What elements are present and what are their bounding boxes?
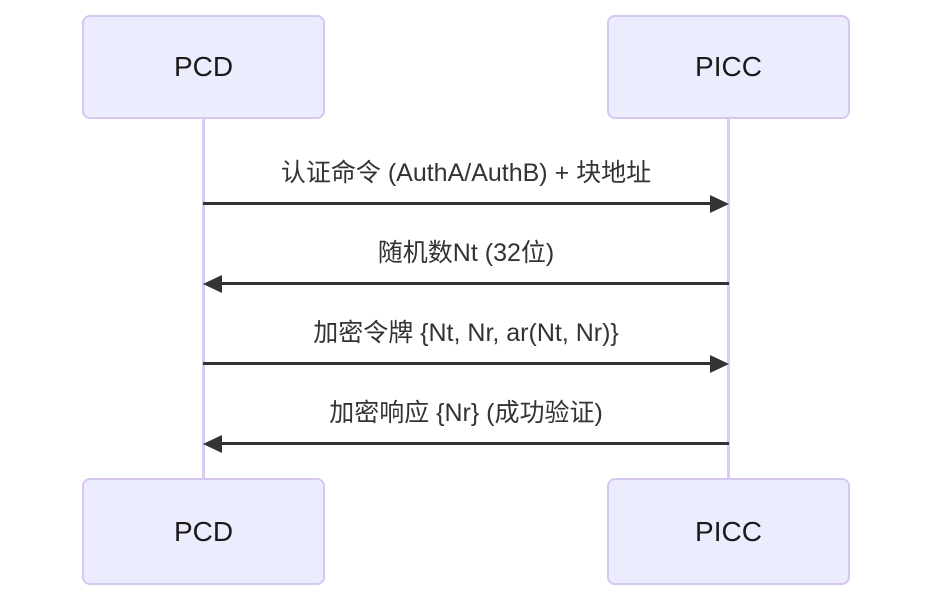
message-encrypted-token: 加密令牌 {Nt, Nr, ar(Nt, Nr)}	[203, 317, 729, 382]
actor-label: PICC	[695, 51, 762, 82]
message-label: 加密令牌 {Nt, Nr, ar(Nt, Nr)}	[313, 319, 619, 347]
message-arrow-line	[203, 202, 714, 205]
message-label: 随机数Nt (32位)	[377, 239, 555, 267]
message-random-nt: 随机数Nt (32位)	[203, 237, 729, 302]
lifeline-pcd	[202, 119, 205, 479]
arrowhead-right-icon	[710, 195, 729, 213]
arrowhead-right-icon	[710, 355, 729, 373]
arrowhead-left-icon	[203, 275, 222, 293]
actor-top-picc: PICC	[607, 15, 850, 119]
actor-label: PICC	[695, 515, 762, 547]
message-encrypted-response: 加密响应 {Nr} (成功验证)	[203, 397, 729, 462]
actor-bottom-pcd: PCD	[82, 478, 325, 585]
message-auth-command: 认证命令 (AuthA/AuthB) + 块地址	[203, 157, 729, 222]
actor-bottom-picc: PICC	[607, 478, 850, 585]
lifeline-picc	[727, 119, 730, 479]
message-arrow-line	[218, 442, 729, 445]
actor-label: PCD	[173, 51, 234, 82]
message-label: 认证命令 (AuthA/AuthB) + 块地址	[280, 159, 652, 187]
actor-label: PCD	[173, 515, 234, 547]
message-arrow-line	[218, 282, 729, 285]
arrowhead-left-icon	[203, 435, 222, 453]
message-arrow-line	[203, 362, 714, 365]
message-label: 加密响应 {Nr} (成功验证)	[329, 399, 603, 427]
actor-top-pcd: PCD	[82, 15, 325, 119]
